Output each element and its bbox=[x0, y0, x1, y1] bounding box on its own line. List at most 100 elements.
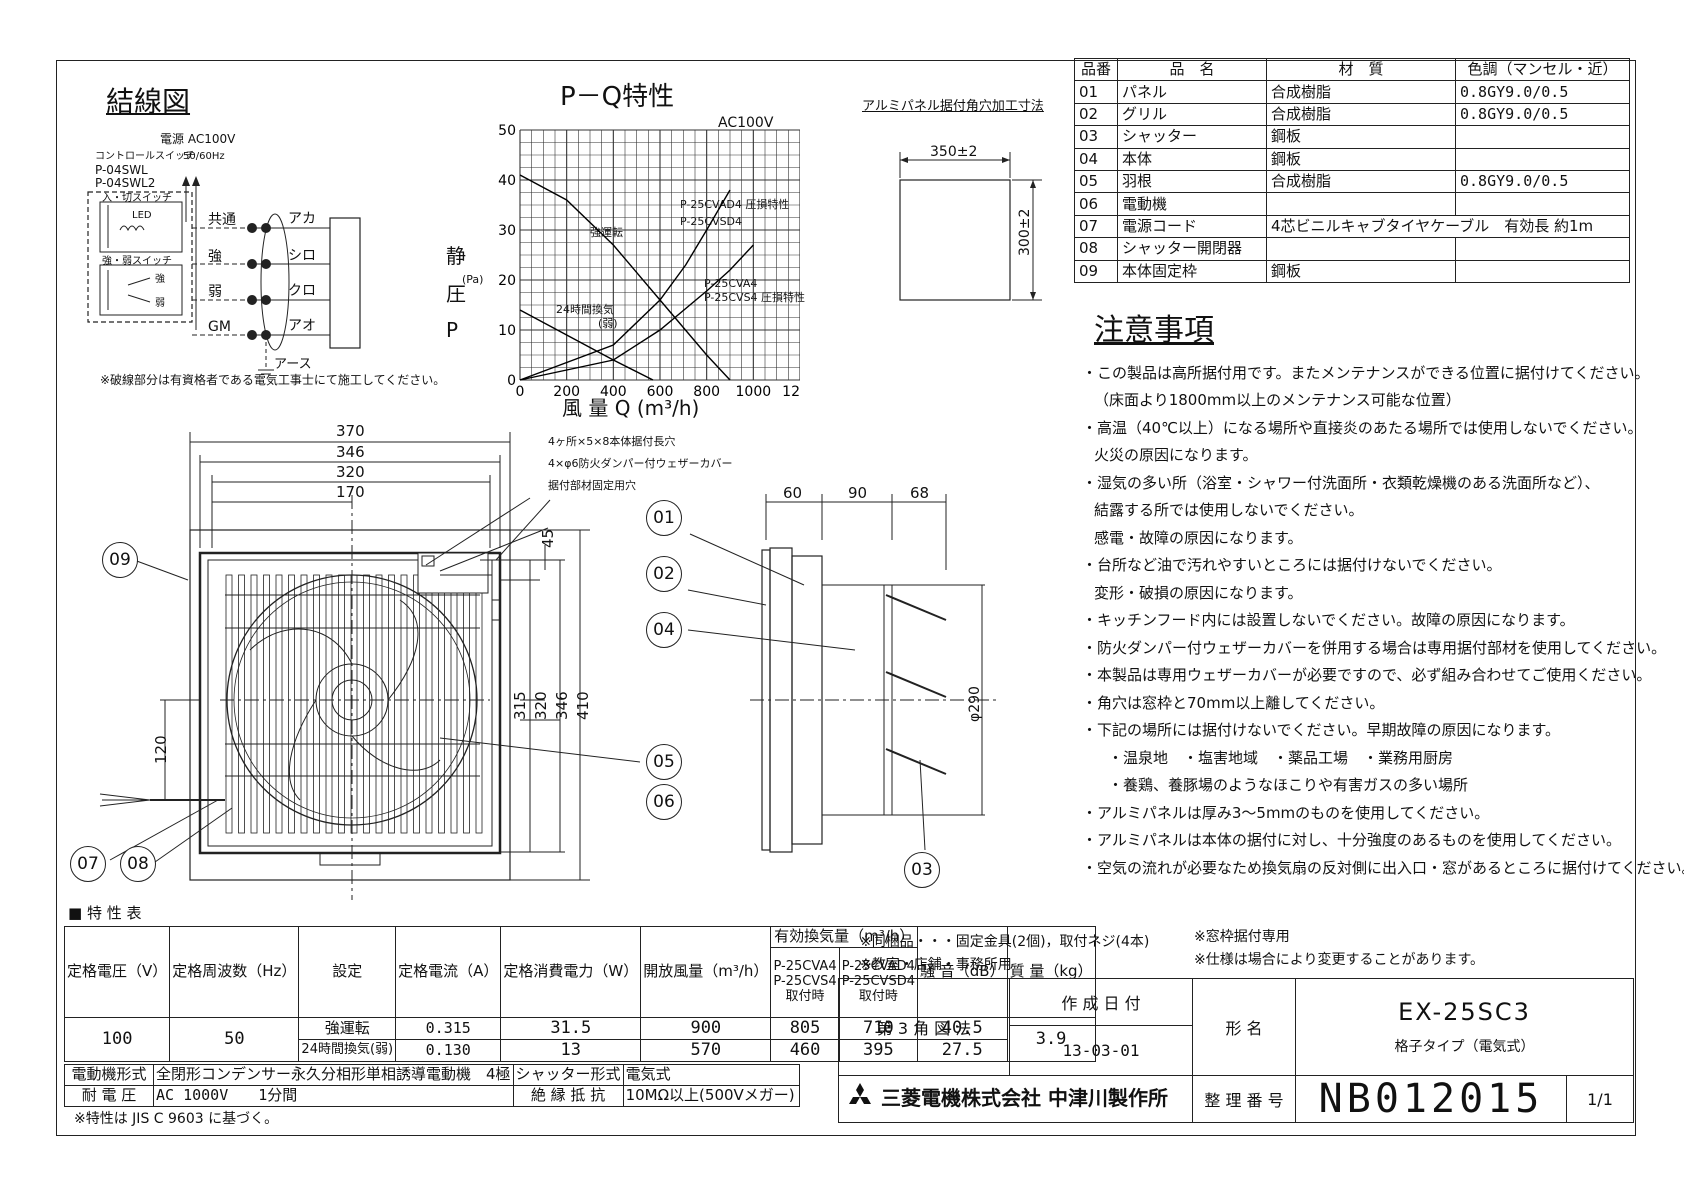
x-tick-label: 0 bbox=[516, 384, 525, 400]
note-accessories: ※同梱品・・・固定金具(2個)，取付ネジ(4本) bbox=[860, 934, 1150, 950]
spec-eff-a-weak: 460 bbox=[770, 1039, 840, 1062]
parts-no: 09 bbox=[1074, 259, 1118, 283]
spec-motor: 全閉形コンデンサー永久分相形単相誘導電動機 4極 bbox=[153, 1064, 514, 1086]
grille-bar bbox=[275, 574, 283, 834]
pq-curve-24h: 24時間換気 bbox=[556, 303, 614, 316]
spec-withstand: AC 1000V 1分間 bbox=[153, 1085, 514, 1107]
spec-extra-table: 電動機形式 全閉形コンデンサー永久分相形単相誘導電動機 4極 シャッター形式 電… bbox=[64, 1064, 801, 1107]
wire-blue: アオ bbox=[288, 318, 316, 334]
spec-h-freq: 定格周波数（Hz） bbox=[169, 926, 300, 1018]
pq-title: P－Q特性 bbox=[560, 82, 675, 112]
note-spec-change: ※仕様は場合により変更することがあります。 bbox=[1194, 952, 1485, 968]
parts-color bbox=[1455, 147, 1630, 171]
parts-no: 08 bbox=[1074, 237, 1118, 261]
tb-sheet: 1/1 bbox=[1566, 1075, 1634, 1123]
caution-line: 火災の原因になります。 bbox=[1094, 446, 1258, 464]
alu-title: アルミパネル据付角穴加工寸法 bbox=[862, 99, 1044, 114]
parts-name: 電源コード bbox=[1117, 214, 1267, 239]
parts-no: 03 bbox=[1074, 125, 1118, 149]
wiring-switch-label: コントロールスイッチ bbox=[95, 151, 195, 162]
wiring-power: 電源 AC100V bbox=[160, 132, 236, 146]
parts-no: 07 bbox=[1074, 214, 1118, 239]
y-tick-label: 10 bbox=[498, 323, 516, 339]
callout-08: 08 bbox=[120, 846, 156, 882]
wiring-weak: 弱 bbox=[155, 298, 165, 309]
parts-no: 01 bbox=[1074, 80, 1118, 104]
mitsubishi-logo-icon bbox=[845, 1083, 875, 1116]
note-window: ※窓枠据付専用 bbox=[1194, 929, 1290, 945]
caution-line: ・角穴は窓枠と70mm以上離してください。 bbox=[1082, 694, 1385, 712]
x-tick-label: 1000 bbox=[736, 384, 772, 400]
wiring-switch-a: 入・切スイッチ bbox=[102, 193, 172, 204]
caution-line: ・この製品は高所据付用です。またメンテナンスができる位置に据付けてください。 bbox=[1082, 364, 1650, 382]
parts-color bbox=[1455, 259, 1630, 283]
caution-line: 感電・故障の原因になります。 bbox=[1094, 529, 1303, 547]
caution-line: ・温泉地 ・塩害地域 ・薬品工場 ・業務用厨房 bbox=[1108, 749, 1454, 767]
parts-no: 05 bbox=[1074, 169, 1118, 194]
grille-bar bbox=[300, 574, 308, 834]
wire-white: シロ bbox=[288, 248, 316, 264]
spec-air-strong: 900 bbox=[640, 1017, 772, 1040]
caution-line: ・養鶏、養豚場のようなほこりや有害ガスの多い場所 bbox=[1108, 776, 1469, 794]
wiring-led: LED bbox=[132, 210, 152, 221]
caution-line: 変形・破損の原因になります。 bbox=[1094, 584, 1303, 602]
tb-date-label: 作 成 日 付 bbox=[1009, 977, 1193, 1027]
grille-bar bbox=[375, 574, 383, 834]
spec-h-air: 開放風量（m³/h） bbox=[640, 926, 772, 1018]
parts-name: 本体固定枠 bbox=[1117, 259, 1267, 283]
tb-number-label: 整 理 番 号 bbox=[1192, 1075, 1296, 1123]
tb-company: 三菱電機株式会社 中津川製作所 bbox=[881, 1086, 1168, 1110]
pq-xlabel: 風 量 Q (m³/h) bbox=[562, 396, 700, 420]
spec-h-current: 定格電流（A） bbox=[395, 926, 502, 1018]
spec-air-weak: 570 bbox=[640, 1039, 772, 1062]
x-tick-label: 800 bbox=[693, 384, 720, 400]
spec-insulation: 10MΩ以上(500Vメガー) bbox=[622, 1085, 801, 1107]
parts-color bbox=[1455, 192, 1630, 216]
series-line-0 bbox=[519, 174, 731, 381]
tb-model: EX-25SC3 bbox=[1398, 998, 1531, 1026]
spec-h-eff-b: P-25CVAD4 bbox=[841, 959, 915, 975]
title-block: 第 3 角 図 法 作 成 日 付 形 名 EX-25SC3 格子タイプ（電気式… bbox=[838, 977, 1634, 1123]
grille-bar bbox=[388, 574, 395, 834]
wiring-note: ※破線部分は有資格者である電気工事士にて施工してください。 bbox=[100, 373, 446, 387]
series-line-2 bbox=[519, 189, 731, 381]
spec-insulation-label: 絶 縁 抵 抗 bbox=[512, 1085, 624, 1107]
spec-motor-label: 電動機形式 bbox=[64, 1064, 154, 1086]
parts-material: 4芯ビニルキャブタイヤケーブル 有効長 約1m bbox=[1266, 214, 1630, 239]
spec-current-weak: 0.130 bbox=[395, 1039, 502, 1062]
tb-number: NB012015 bbox=[1295, 1075, 1567, 1123]
callout-09: 09 bbox=[102, 542, 138, 578]
parts-material: 合成樹脂 bbox=[1266, 80, 1456, 104]
caution-line: ・空気の流れが必要なため換気扇の反対側に出入口・窓があるところに据付けてください… bbox=[1082, 859, 1684, 877]
wiring-switch-model-1: P-04SWL bbox=[95, 163, 148, 177]
parts-name: 羽根 bbox=[1117, 169, 1267, 194]
parts-name: 電動機 bbox=[1117, 192, 1267, 216]
grille-bar bbox=[250, 574, 258, 834]
dim-320: 320 bbox=[336, 463, 365, 481]
alu-width: 350±2 bbox=[930, 144, 978, 160]
spec-footnote: ※特性は JIS C 9603 に基づく。 bbox=[74, 1111, 279, 1127]
spec-setting-strong: 強運転 bbox=[298, 1017, 397, 1040]
spec-voltage: 100 bbox=[63, 1017, 171, 1062]
parts-color bbox=[1455, 237, 1630, 261]
grille-bar bbox=[400, 574, 408, 834]
grille-bar bbox=[363, 574, 370, 834]
dim-370: 370 bbox=[336, 422, 365, 440]
spec-power-weak: 13 bbox=[500, 1039, 642, 1062]
y-tick-label: 20 bbox=[498, 273, 516, 289]
callout-01: 01 bbox=[646, 500, 682, 536]
caution-line: ・下記の場所には据付けないでください。早期故障の原因になります。 bbox=[1082, 721, 1561, 739]
parts-name: シャッター開閉器 bbox=[1117, 237, 1267, 261]
pq-supply: AC100V bbox=[718, 115, 774, 131]
parts-material bbox=[1266, 237, 1456, 261]
note-usage: ※教室・店舗・事務所用 bbox=[860, 957, 1012, 973]
tb-model-label: 形 名 bbox=[1192, 978, 1296, 1076]
y-tick-label: 0 bbox=[507, 373, 516, 389]
side-view-drawing bbox=[687, 494, 1000, 853]
spec-freq: 50 bbox=[169, 1017, 300, 1062]
spec-eff-a-strong: 805 bbox=[770, 1017, 840, 1040]
